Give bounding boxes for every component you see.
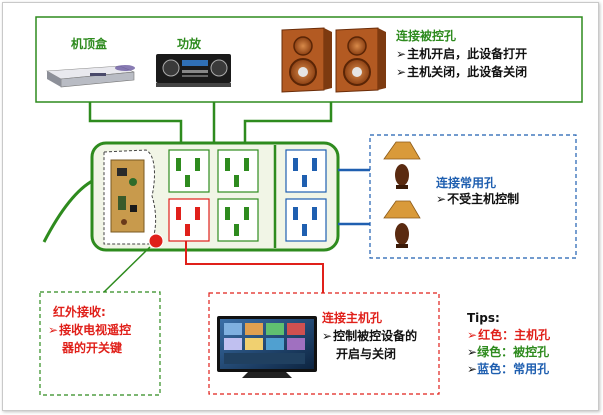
set-top-box-icon [45,65,135,88]
tv-icon [217,316,317,378]
master-socket [168,198,210,242]
power-cord [42,178,95,243]
ir-receiver-line-1-text: 接收电视遥控 [59,323,132,337]
tips-green-text: 绿色：被控孔 [477,345,550,359]
controlled-devices-line-1-text: 主机开启，此设备打开 [407,47,528,61]
tips-red-text: 红色：主机孔 [478,328,551,342]
ir-receiver-box [39,291,161,396]
controlled-devices-title: 连接被控孔 [396,29,457,43]
ir-receiver-module [103,149,157,245]
controlled-socket-2 [217,149,259,193]
always-on-connector-lines [338,168,370,226]
master-device-line-2: 开启与关闭 [336,347,397,361]
ir-connector-line [103,246,151,293]
controlled-devices-line-2-text: 主机关闭，此设备关闭 [407,65,528,79]
controlled-connector-lines [88,102,333,145]
always-on-socket-1 [285,149,327,193]
ir-receiver-line-2: 器的开关键 [62,341,123,355]
tips-title: Tips: [467,311,500,325]
amplifier-label: 功放 [177,37,202,51]
master-device-line-1-text: 控制被控设备的 [333,329,418,343]
set-top-box-label: 机顶盒 [71,37,108,51]
diagram-frame [2,2,599,411]
amplifier-icon [156,54,231,87]
lamp-icon-1 [383,141,421,189]
always-on-line-1-text: 不受主机控制 [447,192,520,206]
controlled-devices-line-1: 主机开启，此设备打开 [396,46,527,62]
lamp-icon-2 [383,200,421,248]
always-on-line-1: 不受主机控制 [436,191,519,207]
ir-receiver-dot [148,233,164,249]
controlled-socket-1 [168,149,210,193]
master-device-line-1: 控制被控设备的 [322,328,417,344]
controlled-devices-line-2: 主机关闭，此设备关闭 [396,64,527,80]
always-on-socket-2 [285,198,327,242]
tips-blue: ➢蓝色：常用孔 [467,362,550,376]
ir-receiver-line-1: 接收电视遥控 [48,322,131,338]
master-device-title: 连接主机孔 [322,311,383,325]
ir-receiver-title: 红外接收: [53,305,106,319]
tips-blue-text: 蓝色：常用孔 [477,362,550,376]
master-connector-line [185,241,324,293]
tips-green: ➢绿色：被控孔 [467,345,550,359]
speakers-icon [281,27,386,93]
tips-red: 红色：主机孔 [467,327,550,343]
controlled-socket-3 [217,198,259,242]
always-on-title: 连接常用孔 [436,176,497,190]
